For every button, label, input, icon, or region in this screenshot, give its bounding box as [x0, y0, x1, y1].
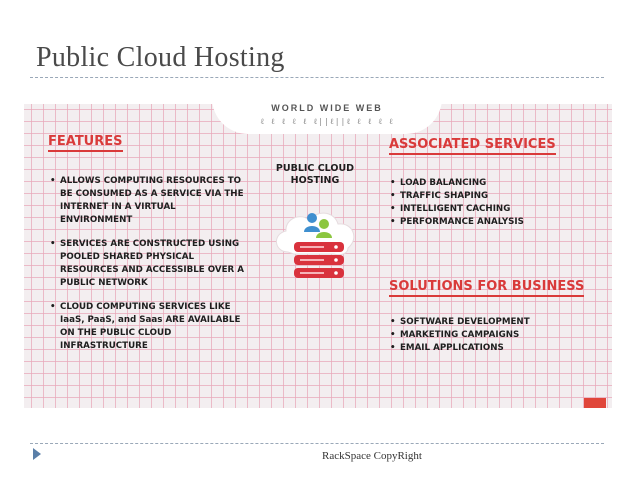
center-title: PUBLIC CLOUD HOSTING: [275, 163, 355, 186]
cloud-server-icon: [276, 212, 355, 278]
list-item: MARKETING CAMPAIGNS: [390, 329, 590, 342]
infographic-panel: WORLD WIDE WEB ℓ ℓ ℓ ℓ ℓ ℓ||ℓ||ℓ ℓ ℓ ℓ ℓ…: [24, 104, 612, 408]
solutions-list: SOFTWARE DEVELOPMENT MARKETING CAMPAIGNS…: [390, 316, 590, 355]
solutions-heading-text: SOLUTIONS FOR BUSINESS: [389, 279, 585, 294]
play-arrow-icon: [33, 448, 41, 460]
users-icon: [304, 213, 332, 238]
banner-label: WORLD WIDE WEB: [271, 104, 383, 113]
footer-divider: [30, 443, 604, 444]
list-item: PERFORMANCE ANALYSIS: [390, 216, 590, 229]
title-divider: [30, 77, 604, 78]
list-item: CLOUD COMPUTING SERVICES LIKE IaaS, PaaS…: [50, 301, 270, 353]
features-heading-text: FEATURES: [48, 134, 123, 149]
list-item: ALLOWS COMPUTING RESOURCES TO BE CONSUME…: [50, 175, 270, 227]
solutions-heading: SOLUTIONS FOR BUSINESS: [389, 279, 585, 297]
server-stack-icon: [294, 242, 344, 278]
list-item: INTELLIGENT CACHING: [390, 203, 590, 216]
associated-services-heading: ASSOCIATED SERVICES: [389, 137, 556, 155]
list-item: SERVICES ARE CONSTRUCTED USING POOLED SH…: [50, 238, 270, 290]
world-wide-web-banner: WORLD WIDE WEB ℓ ℓ ℓ ℓ ℓ ℓ||ℓ||ℓ ℓ ℓ ℓ ℓ: [212, 104, 442, 134]
cloud-doodle-icon: ℓ ℓ ℓ ℓ ℓ ℓ||ℓ||ℓ ℓ ℓ ℓ ℓ: [260, 117, 394, 126]
list-item: TRAFFIC SHAPING: [390, 190, 590, 203]
features-heading: FEATURES: [48, 134, 123, 152]
slide-title: Public Cloud Hosting: [36, 42, 285, 73]
features-list: ALLOWS COMPUTING RESOURCES TO BE CONSUME…: [50, 175, 270, 364]
footer-text: RackSpace CopyRight: [322, 450, 422, 462]
list-item: EMAIL APPLICATIONS: [390, 342, 590, 355]
list-item: LOAD BALANCING: [390, 177, 590, 190]
corner-logo-icon: [584, 398, 606, 408]
associated-services-heading-text: ASSOCIATED SERVICES: [389, 137, 556, 152]
list-item: SOFTWARE DEVELOPMENT: [390, 316, 590, 329]
associated-services-list: LOAD BALANCING TRAFFIC SHAPING INTELLIGE…: [390, 177, 590, 229]
